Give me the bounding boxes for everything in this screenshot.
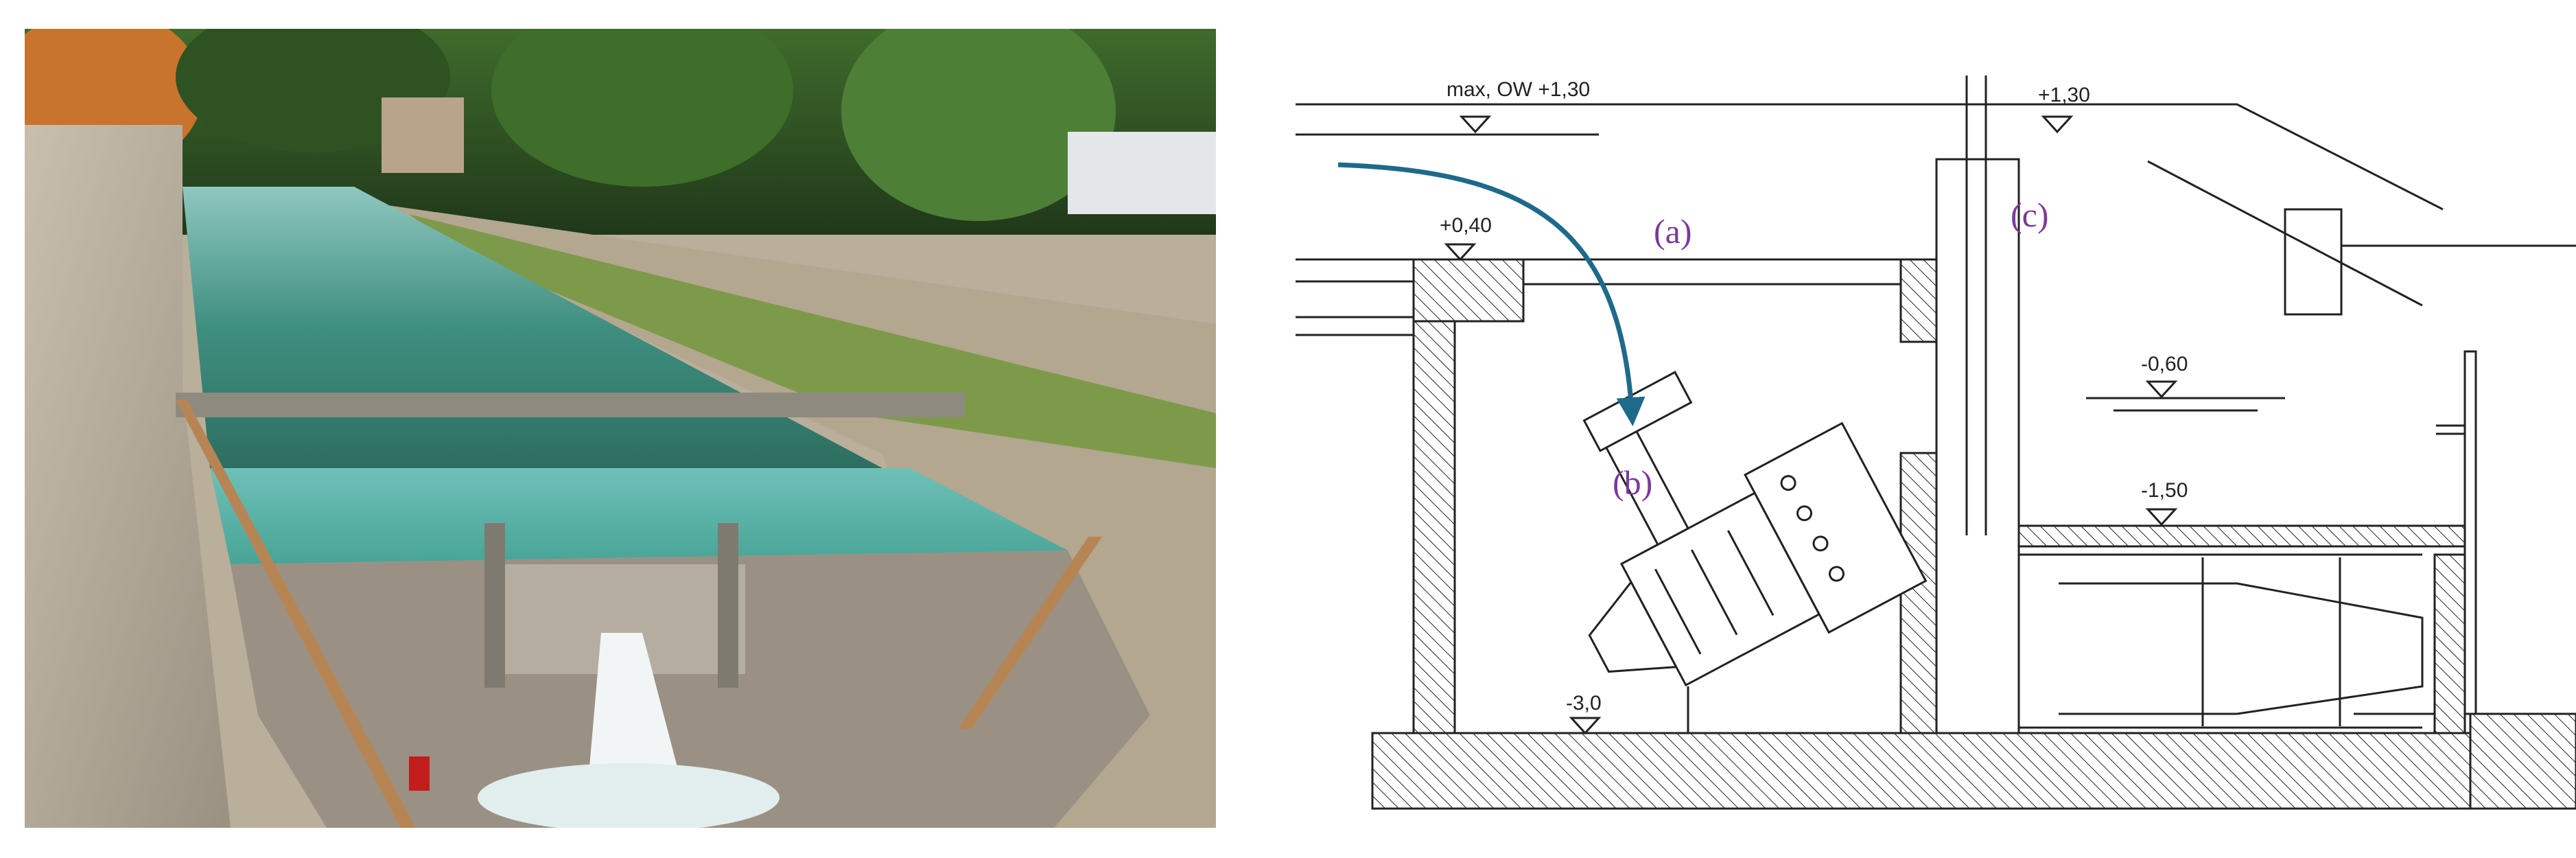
embankment [2031,103,2444,211]
forebay-pool [210,468,1068,564]
base-slab [1371,732,2472,810]
tree [176,29,450,152]
trash-rack-bridge [176,393,965,417]
turbine-unit [1582,371,1928,687]
red-marker [409,756,430,791]
turbine-detail [1691,549,1738,636]
turbine-detail [1654,568,1702,655]
level-marker-headwater [1459,115,1492,134]
deck-wall-left [1412,258,1525,323]
gate-frame [1935,158,2020,737]
bolt [1796,505,1813,522]
turbine-detail [1726,530,1775,616]
outlet-deck [2017,524,2466,548]
inlet-deck [1522,258,1916,286]
left-bank-gravel [25,125,231,828]
bolt [1780,475,1796,491]
photo-panel [25,29,1216,828]
anchor-block [2284,208,2343,316]
stone-building [382,97,464,173]
left-railing [176,399,416,828]
label-b: (b) [1613,463,1652,502]
label-c: (c) [2011,196,2049,234]
bolt [1812,535,1829,552]
level-marker-bottom [1569,717,1602,735]
bolt [1828,566,1845,582]
gate-post [718,523,738,688]
tailwater-foam [478,763,780,828]
gate-wall-lower [1899,452,1938,734]
level-tailwater: -0,60 [2141,353,2188,375]
tree [841,29,1116,221]
flow-arrow [1337,162,1646,426]
left-wall [1412,320,1456,734]
gate-wall-upper [1899,258,1938,343]
level-outlet: -1,50 [2141,479,2188,502]
draft-tube-cone [2059,582,2424,715]
cross-section-drawing: max, OW +1,30 +1,30 +0,40 -0,60 -1,50 -3… [1296,76,2576,810]
level-inlet: +0,40 [1440,214,1492,237]
level-marker-inlet [1444,243,1477,262]
tree [491,29,793,187]
level-bottom: -3,0 [1566,692,1602,715]
level-marker-top [2041,115,2074,134]
gate-post [484,523,505,688]
greenhouse [1068,132,1216,214]
water-jet [587,633,683,791]
outlet-gate-post [2463,350,2477,737]
concrete-basin [231,550,1150,828]
label-a: (a) [1654,212,1692,251]
level-marker-tailwater [2145,380,2178,399]
tail-slope [2469,712,2576,810]
level-marker-outlet [2145,508,2178,526]
level-headwater: max, OW +1,30 [1447,78,1590,101]
level-top: +1,30 [2038,84,2090,106]
grass-strip [409,214,1216,468]
right-railing [958,537,1102,729]
outlet-wall [2433,553,2466,734]
